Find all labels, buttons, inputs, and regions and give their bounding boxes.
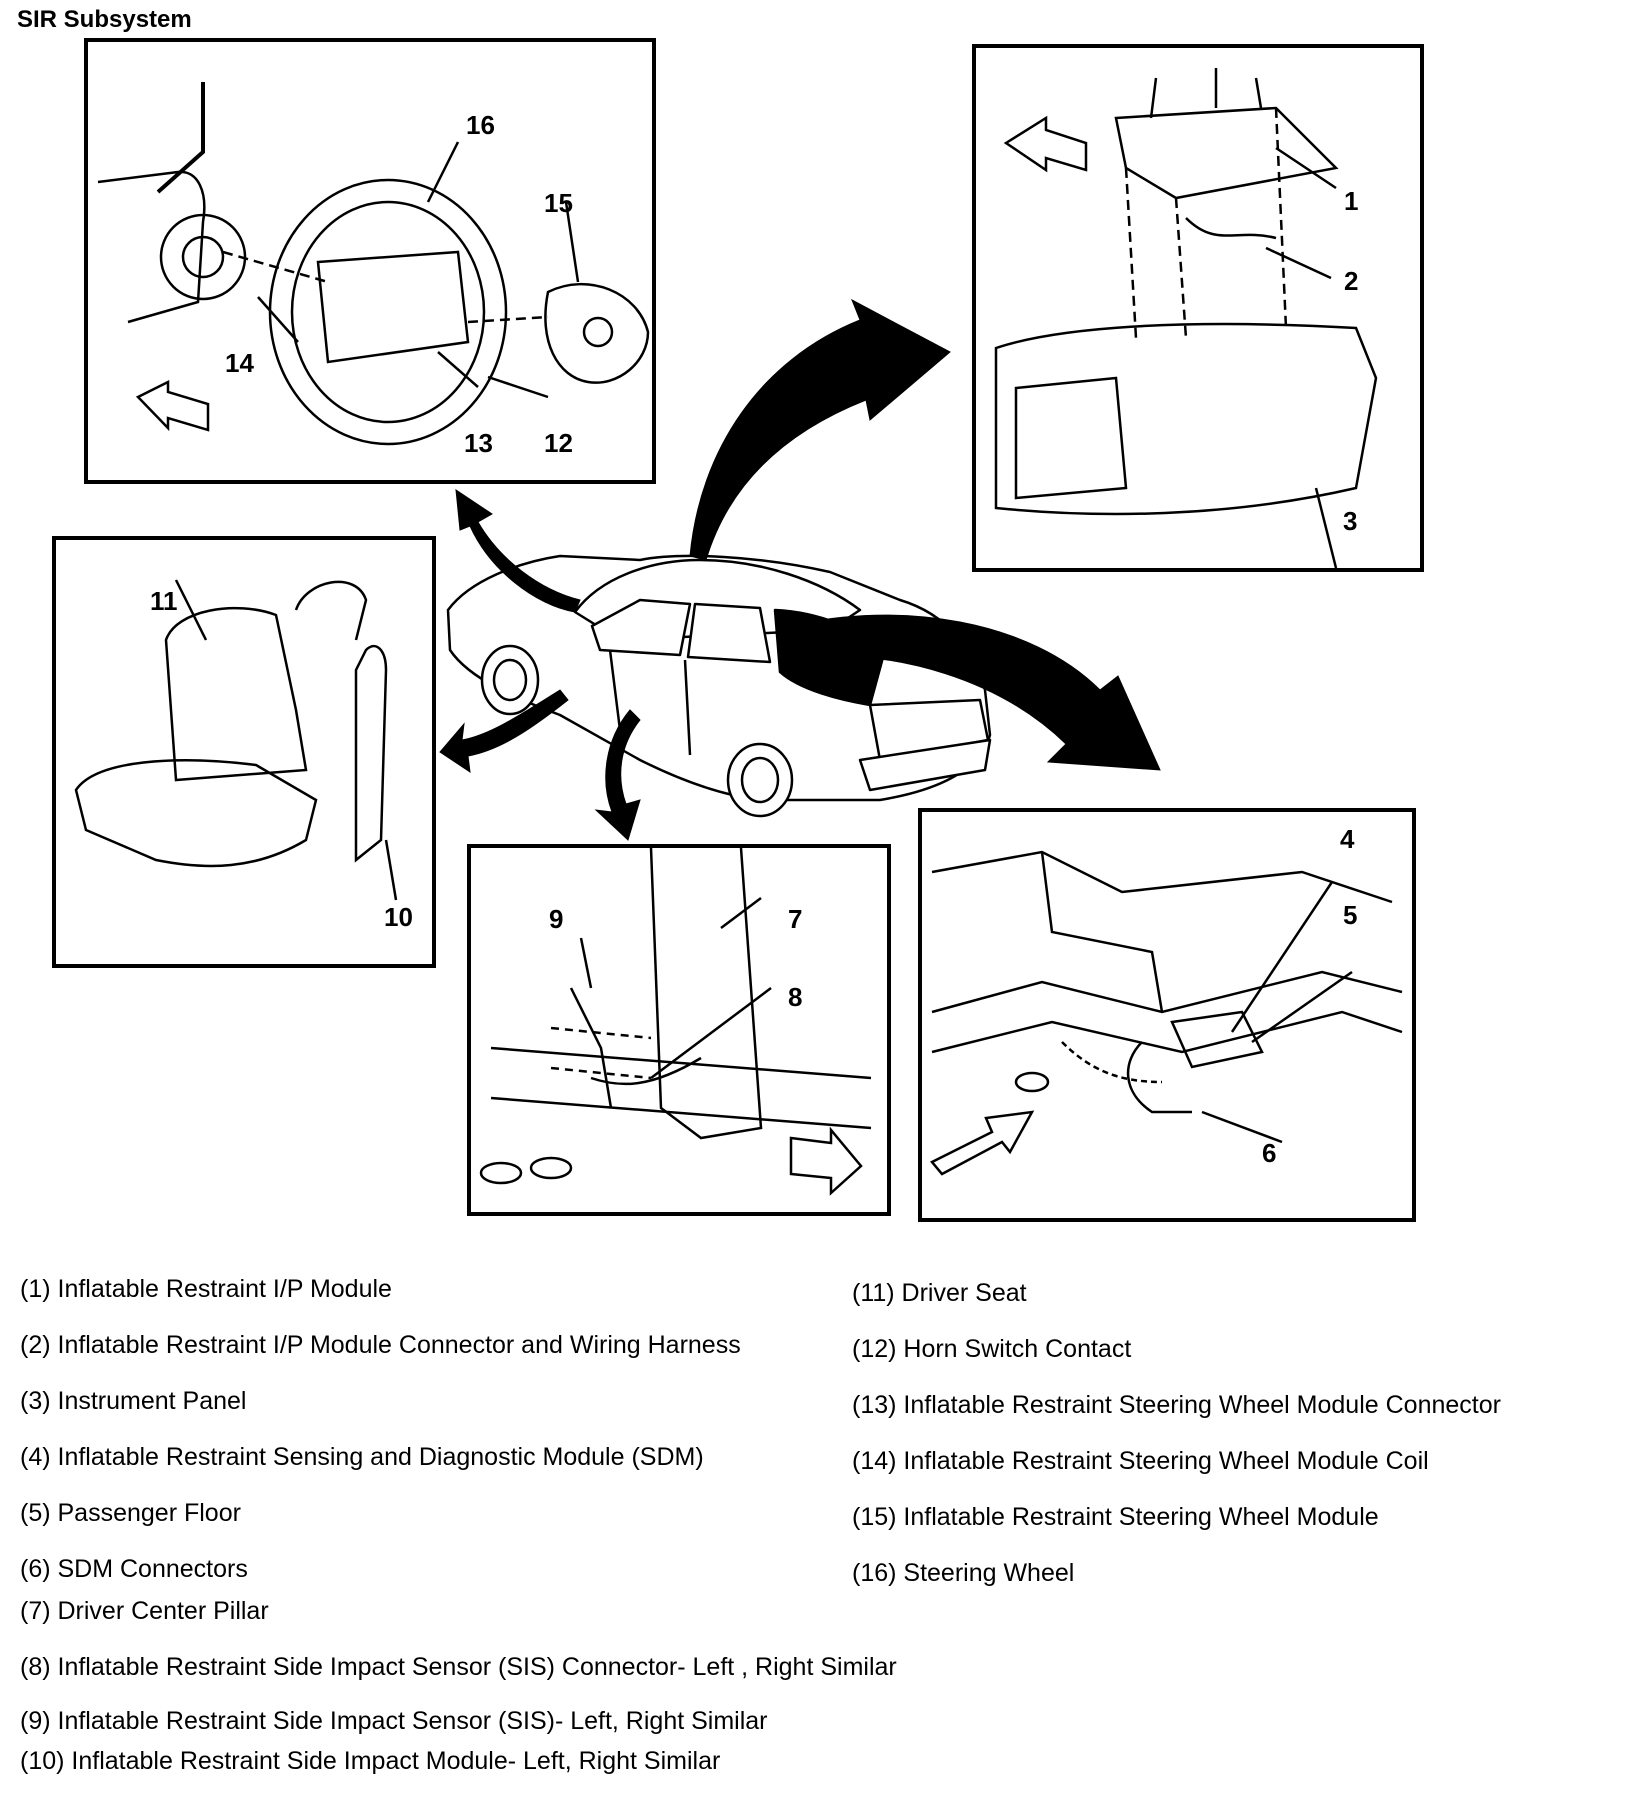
- sdm-floor-drawing: [930, 850, 1403, 1176]
- legend-item-13: (13) Inflatable Restraint Steering Wheel…: [852, 1391, 1501, 1419]
- legend-item-11: (11) Driver Seat: [852, 1279, 1027, 1307]
- instrument-panel-drawing: [994, 68, 1378, 568]
- callout-4: 4: [1340, 824, 1355, 854]
- sdm-floor-panel: [918, 808, 1416, 1222]
- legend-item-9: (9) Inflatable Restraint Side Impact Sen…: [20, 1707, 768, 1735]
- callout-2: 2: [1344, 266, 1359, 296]
- steering-wheel-drawing: [97, 82, 650, 446]
- callout-1: 1: [1344, 186, 1359, 216]
- steering-wheel-panel: [84, 38, 656, 484]
- legend-item-2: (2) Inflatable Restraint I/P Module Conn…: [20, 1331, 741, 1359]
- legend-item-8: (8) Inflatable Restraint Side Impact Sen…: [20, 1653, 897, 1681]
- legend-item-10: (10) Inflatable Restraint Side Impact Mo…: [20, 1747, 721, 1775]
- callout-6: 6: [1262, 1138, 1277, 1168]
- legend-item-4: (4) Inflatable Restraint Sensing and Dia…: [20, 1443, 704, 1471]
- legend-item-15: (15) Inflatable Restraint Steering Wheel…: [852, 1503, 1379, 1531]
- callout-8: 8: [788, 982, 803, 1012]
- callout-9: 9: [549, 904, 564, 934]
- callout-14: 14: [225, 348, 254, 378]
- driver-seat-drawing: [74, 579, 398, 901]
- callout-10: 10: [384, 902, 413, 932]
- driver-seat-panel: [52, 536, 436, 968]
- diagram-title: SIR Subsystem: [17, 6, 192, 33]
- legend-item-6: (6) SDM Connectors: [20, 1555, 248, 1583]
- center-pillar-panel: [467, 844, 891, 1216]
- callout-15: 15: [544, 188, 573, 218]
- center-pillar-drawing: [479, 848, 872, 1196]
- callout-11: 11: [150, 586, 178, 616]
- legend-item-1: (1) Inflatable Restraint I/P Module: [20, 1275, 392, 1303]
- legend-item-14: (14) Inflatable Restraint Steering Wheel…: [852, 1447, 1429, 1475]
- callout-13: 13: [464, 428, 493, 458]
- callout-12: 12: [544, 428, 573, 458]
- instrument-panel-panel: [972, 44, 1424, 572]
- callout-16: 16: [466, 110, 495, 140]
- legend-item-12: (12) Horn Switch Contact: [852, 1335, 1132, 1363]
- legend-item-5: (5) Passenger Floor: [20, 1499, 241, 1527]
- callout-7: 7: [788, 904, 803, 934]
- legend-item-7: (7) Driver Center Pillar: [20, 1597, 269, 1625]
- legend-item-3: (3) Instrument Panel: [20, 1387, 247, 1415]
- callout-5: 5: [1343, 900, 1358, 930]
- callout-3: 3: [1343, 506, 1358, 536]
- legend-item-16: (16) Steering Wheel: [852, 1559, 1075, 1587]
